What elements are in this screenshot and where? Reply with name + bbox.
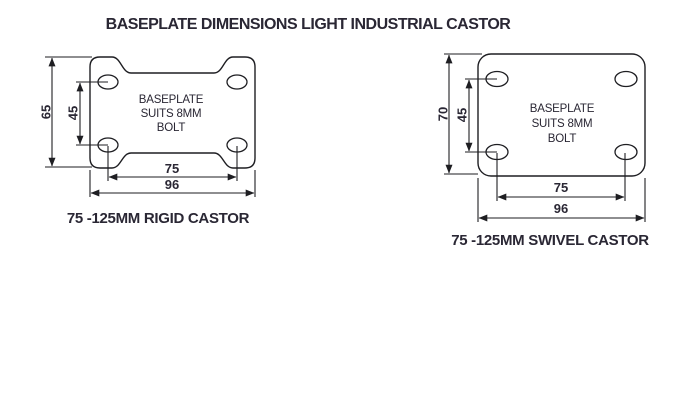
plate-label-line3: BOLT [548, 133, 577, 145]
plate-label-line3: BOLT [157, 122, 186, 134]
rigid-castor-diagram: BASEPLATE SUITS 8MM BOLT 65 45 [39, 56, 256, 197]
swivel-castor-diagram: BASEPLATE SUITS 8MM BOLT 70 45 [436, 53, 646, 222]
dimension-value: 45 [66, 106, 81, 120]
dimension-value: 75 [554, 180, 568, 195]
bolt-hole [614, 70, 638, 88]
swivel-bolt-holes [485, 70, 638, 161]
swivel-dim-bolt-spacing-vertical: 45 [455, 78, 497, 153]
swivel-dim-overall-height: 70 [436, 53, 482, 175]
bolt-hole [226, 74, 248, 90]
rigid-dim-overall-height: 65 [39, 56, 92, 168]
plate-label-line2: SUITS 8MM [532, 118, 593, 130]
plate-label-line1: BASEPLATE [139, 94, 204, 106]
swivel-castor-caption: 75 -125MM SWIVEL CASTOR [451, 232, 649, 249]
rigid-castor-caption: 75 -125MM RIGID CASTOR [66, 210, 250, 227]
rigid-plate-label: BASEPLATE SUITS 8MM BOLT [139, 94, 204, 134]
dimension-value: 96 [554, 201, 568, 216]
dimension-value: 75 [165, 161, 179, 176]
bolt-hole [614, 143, 638, 161]
rigid-plate-outline [89, 56, 256, 169]
page-title: BASEPLATE DIMENSIONS LIGHT INDUSTRIAL CA… [105, 16, 511, 33]
dimension-value: 96 [165, 177, 179, 192]
swivel-dim-overall-width: 96 [477, 178, 646, 222]
dimension-value: 70 [436, 107, 451, 121]
swivel-plate-label: BASEPLATE SUITS 8MM BOLT [530, 103, 595, 145]
swivel-dim-bolt-spacing-horizontal: 75 [496, 153, 626, 201]
plate-label-line2: SUITS 8MM [141, 108, 202, 120]
rigid-dim-bolt-spacing-horizontal: 75 [107, 146, 238, 181]
rigid-dim-bolt-spacing-vertical: 45 [66, 81, 108, 146]
dimension-value: 45 [455, 108, 470, 122]
rigid-dim-overall-width: 96 [89, 170, 256, 197]
plate-label-line1: BASEPLATE [530, 103, 595, 115]
dimension-value: 65 [39, 105, 54, 119]
swivel-plate-outline [477, 53, 646, 177]
